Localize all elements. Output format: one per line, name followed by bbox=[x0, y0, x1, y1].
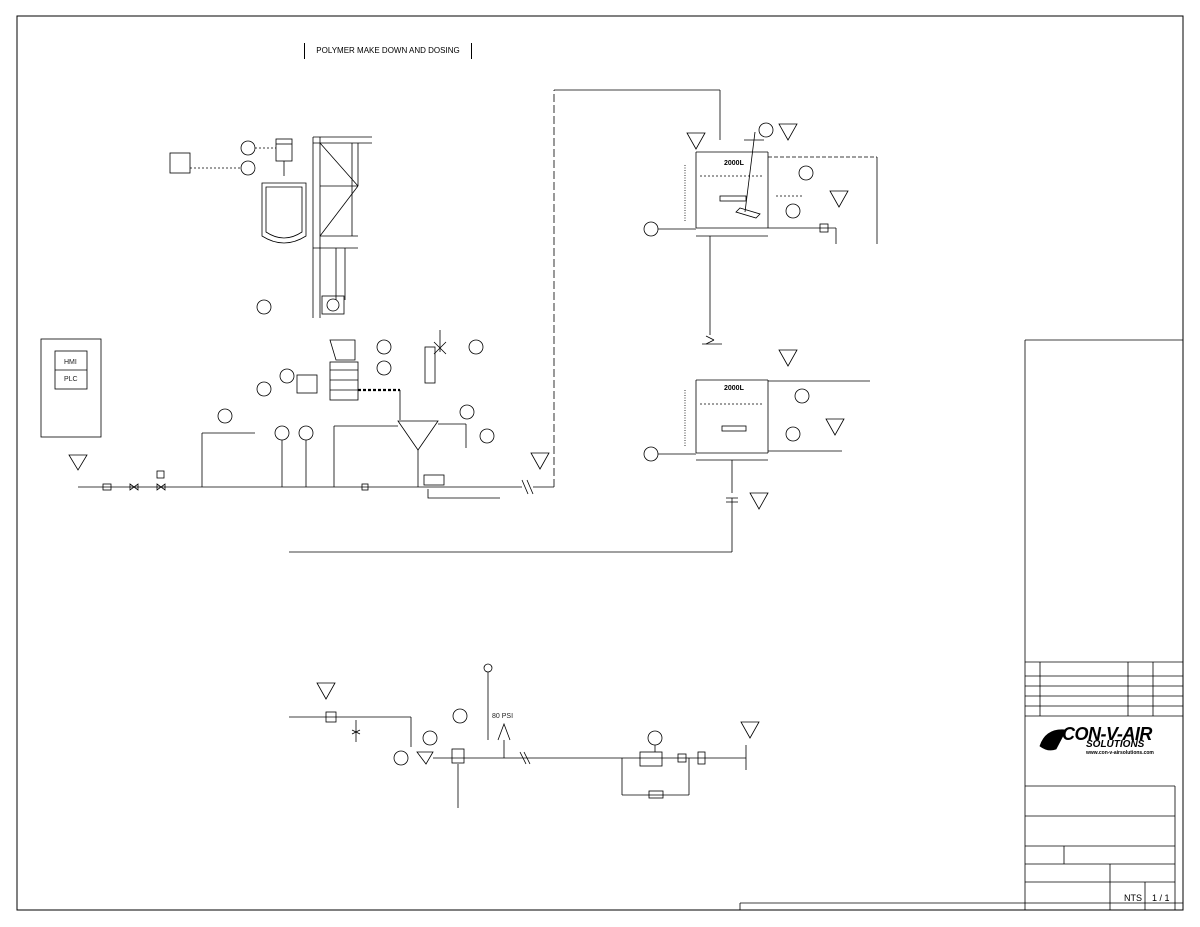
logo-swoosh bbox=[1039, 729, 1067, 751]
tank-1-capacity: 2000L bbox=[724, 160, 744, 167]
hoist-motor bbox=[275, 138, 293, 176]
company-url: www.con-v-airsolutions.com bbox=[1086, 750, 1154, 756]
company-logo: CON-V-AIR SOLUTIONS www.con-v-airsolutio… bbox=[1036, 724, 1174, 758]
sheet-border bbox=[16, 15, 1184, 911]
mixing-cone bbox=[333, 420, 467, 487]
signal-triangles bbox=[68, 123, 849, 739]
drawing-title: POLYMER MAKE DOWN AND DOSING bbox=[304, 43, 472, 59]
screw-feeder-motor bbox=[321, 295, 345, 315]
wall-panel bbox=[40, 338, 102, 438]
sheet-value: 1 / 1 bbox=[1152, 893, 1170, 903]
plc-label: PLC bbox=[64, 376, 78, 383]
hmi-label: HMI bbox=[64, 359, 77, 366]
hoist-frame bbox=[312, 136, 372, 318]
level-switch bbox=[169, 152, 191, 174]
water-inlet-line bbox=[78, 432, 534, 499]
company-name: CON-V-AIR bbox=[1062, 724, 1152, 744]
relief-valve-setpoint: 80 PSI bbox=[492, 713, 514, 720]
instrument-bubbles bbox=[217, 122, 814, 766]
tank-1 bbox=[658, 131, 878, 335]
company-sub: SOLUTIONS bbox=[1086, 739, 1145, 750]
tank-2-capacity: 2000L bbox=[724, 385, 744, 392]
bulk-bag bbox=[261, 182, 307, 244]
dosing-skid bbox=[289, 672, 747, 808]
feed-hopper bbox=[296, 339, 359, 401]
scale-value: NTS bbox=[1124, 893, 1142, 903]
tank-2 bbox=[658, 335, 870, 552]
title-block-lines bbox=[739, 339, 1183, 910]
side-equipment bbox=[424, 330, 447, 384]
